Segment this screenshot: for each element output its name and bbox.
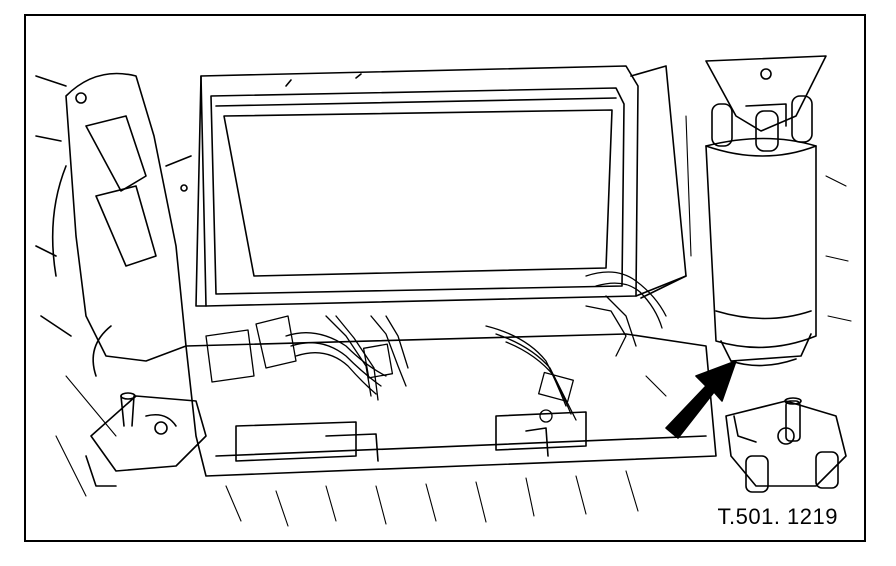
mounting-tray xyxy=(185,333,717,477)
left-housing xyxy=(35,72,192,377)
wiring-harness xyxy=(205,271,667,423)
background-strokes xyxy=(55,115,852,527)
fuel-pump xyxy=(705,55,827,367)
pointer-arrow xyxy=(665,360,737,439)
technical-illustration xyxy=(35,55,852,527)
control-module xyxy=(195,65,687,307)
left-bracket xyxy=(85,392,207,487)
illustration-frame: T.501. 1219 xyxy=(24,14,866,542)
right-base xyxy=(725,397,847,493)
figure-reference: T.501. 1219 xyxy=(717,504,838,529)
